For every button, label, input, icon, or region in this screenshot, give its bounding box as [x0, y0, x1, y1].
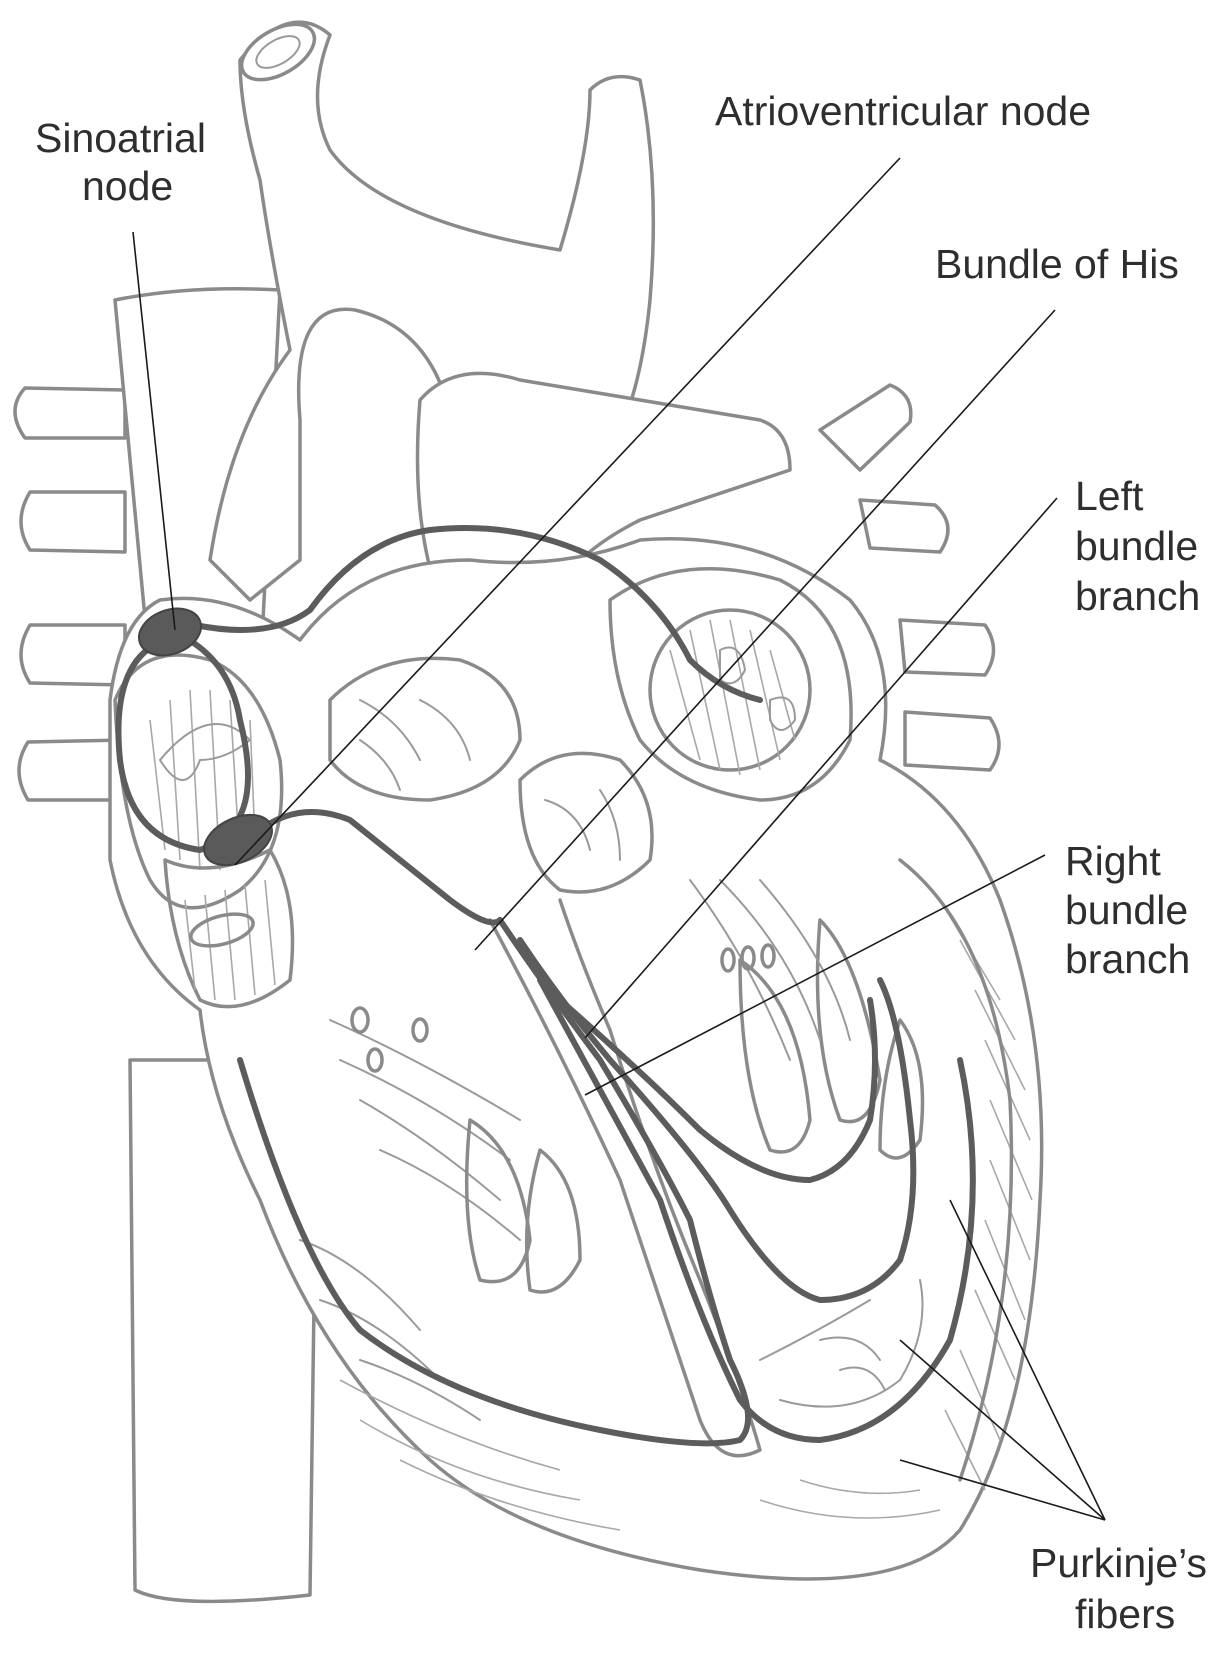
label-right-bb-line1: Right: [1065, 838, 1161, 884]
label-sinoatrial-line2: node: [82, 163, 173, 209]
pulmonary-vein-left-1: [15, 388, 125, 438]
pulmonary-vein-right-2: [860, 500, 948, 552]
label-left-bb-line3: branch: [1075, 573, 1200, 619]
pulmonary-vein-right-1: [820, 385, 911, 470]
label-left-bb-line1: Left: [1075, 473, 1144, 519]
label-purkinje-line2: fibers: [1075, 1591, 1175, 1637]
pulmonary-vein-right-4: [905, 712, 999, 770]
label-left-bb-line2: bundle: [1075, 523, 1198, 569]
label-right-bb-line3: branch: [1065, 936, 1190, 982]
label-right-bb-line2: bundle: [1065, 887, 1188, 933]
label-purkinje-line1: Purkinje’s: [1030, 1540, 1207, 1586]
label-bundle-his: Bundle of His: [935, 241, 1179, 287]
pulmonary-vein-right-3: [900, 620, 994, 675]
label-av-node: Atrioventricular node: [715, 88, 1091, 134]
label-sinoatrial-line1: Sinoatrial: [35, 115, 206, 161]
pulmonary-vein-left-3: [21, 625, 125, 685]
pulmonary-vein-left-2: [21, 492, 125, 552]
